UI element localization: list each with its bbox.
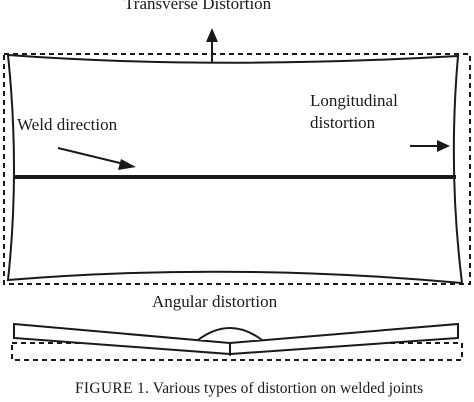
longitudinal-label-line2: distortion xyxy=(310,112,376,132)
transverse-distortion-label: Transverse Distortion xyxy=(124,0,272,13)
figure-number: FIGURE 1. xyxy=(75,380,150,397)
angular-right-plate xyxy=(229,322,459,356)
longitudinal-label-line1: Longitudinal xyxy=(310,91,398,110)
weld-direction-label: Weld direction xyxy=(17,115,118,134)
longitudinal-distortion-label: Longitudinal distortion xyxy=(310,91,398,132)
weld-direction-arrow xyxy=(57,147,136,170)
angular-left-plate xyxy=(13,322,231,356)
longitudinal-arrow xyxy=(410,140,450,152)
transverse-arrow xyxy=(206,28,218,62)
original-plate-outline xyxy=(3,53,471,285)
figure-caption: FIGURE 1. Various types of distortion on… xyxy=(75,380,423,397)
distorted-plate-outline xyxy=(6,53,464,285)
weld-bead xyxy=(197,327,263,341)
angular-distortion-label: Angular distortion xyxy=(152,292,278,311)
caption-text: Various types of distortion on welded jo… xyxy=(149,380,424,397)
